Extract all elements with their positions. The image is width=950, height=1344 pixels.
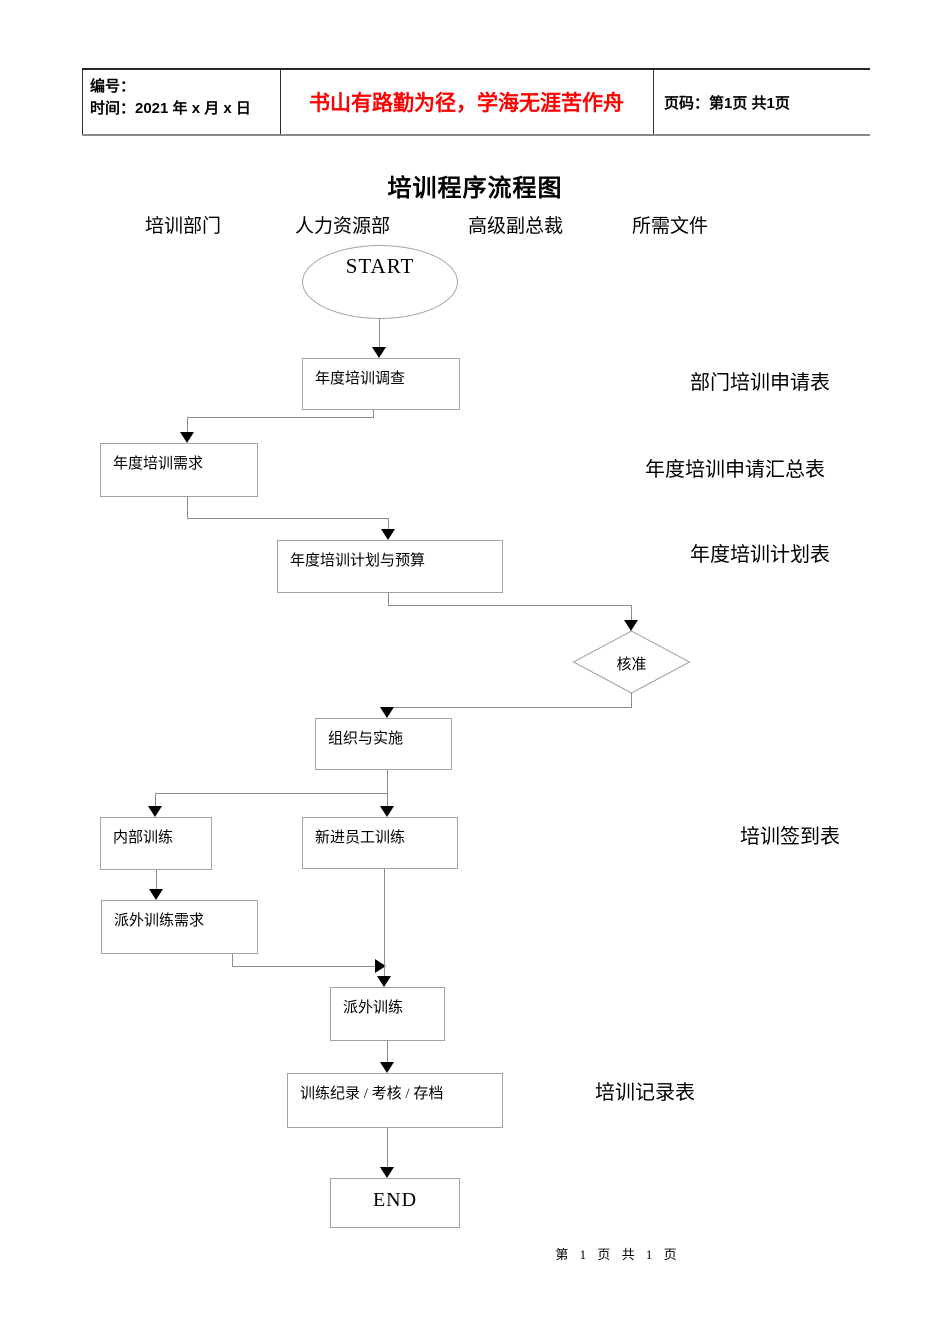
connector-line: [187, 417, 188, 432]
header-table: 编号： 时间：2021 年 x 月 x 日 书山有路勤为径，学海无涯苦作舟 页码…: [82, 68, 870, 136]
connector-line: [373, 410, 374, 417]
flow-node-new-employee-training: 新进员工训练: [302, 817, 458, 869]
connector-line: [387, 793, 388, 806]
doc-label-annual-plan: 年度培训计划表: [690, 544, 830, 566]
arrow-down-icon: [372, 347, 386, 358]
column-header-training-dept: 培训部门: [145, 216, 222, 237]
table-divider-1: [280, 70, 281, 134]
connector-line: [156, 870, 157, 889]
connector-line: [187, 497, 188, 518]
arrow-down-icon: [380, 707, 394, 718]
connector-line: [379, 319, 380, 348]
slogan-text: 书山有路勤为径，学海无涯苦作舟: [309, 92, 624, 115]
flow-node-organize-implement: 组织与实施: [315, 718, 452, 770]
connector-line: [388, 593, 389, 605]
page-number-label: 页码：第1页 共1页: [664, 94, 790, 112]
arrow-down-icon: [624, 620, 638, 631]
doc-label-record-sheet: 培训记录表: [595, 1082, 695, 1104]
doc-label-annual-summary: 年度培训申请汇总表: [645, 459, 825, 481]
flow-node-annual-training-needs: 年度培训需求: [100, 443, 258, 497]
page-title: 培训程序流程图: [387, 176, 563, 202]
connector-line: [155, 793, 388, 794]
arrow-down-icon: [380, 1167, 394, 1178]
connector-line: [387, 707, 632, 708]
flow-node-training-records: 训练纪录 / 考核 / 存档: [287, 1073, 503, 1128]
connector-line: [631, 605, 632, 620]
flow-node-end: END: [330, 1178, 460, 1228]
connector-line: [387, 1128, 388, 1167]
arrow-down-icon: [381, 529, 395, 540]
arrow-down-icon: [180, 432, 194, 443]
arrow-down-icon: [380, 1062, 394, 1073]
doc-time-label: 时间：2021 年 x 月 x 日: [90, 100, 251, 117]
connector-line: [187, 417, 374, 418]
flow-node-external-training-needs: 派外训练需求: [101, 900, 258, 954]
footer-page-number: 第 1 页 共 1 页: [555, 1247, 681, 1262]
column-header-required-docs: 所需文件: [632, 216, 709, 237]
header-cell-page: 页码：第1页 共1页: [664, 70, 870, 134]
connector-line: [384, 869, 385, 976]
flow-node-start: START: [302, 245, 458, 319]
connector-line: [388, 605, 632, 606]
doc-label-dept-application: 部门培训申请表: [690, 372, 830, 394]
flow-node-annual-training-survey: 年度培训调查: [302, 358, 460, 410]
arrow-down-icon: [380, 806, 394, 817]
connector-line: [631, 693, 632, 707]
doc-number-label: 编号：: [90, 78, 136, 95]
connector-line: [187, 518, 389, 519]
connector-line: [387, 770, 388, 793]
table-border-left: [82, 70, 83, 134]
connector-line: [232, 966, 375, 967]
flow-node-annual-plan-budget: 年度培训计划与预算: [277, 540, 503, 593]
header-cell-meta: 编号： 时间：2021 年 x 月 x 日: [90, 70, 280, 134]
connector-line: [388, 518, 389, 529]
header-cell-slogan: 书山有路勤为径，学海无涯苦作舟: [280, 70, 653, 134]
flow-node-internal-training: 内部训练: [100, 817, 212, 870]
arrow-down-icon: [377, 976, 391, 987]
arrow-down-icon: [149, 889, 163, 900]
arrow-right-icon: [375, 959, 386, 973]
connector-line: [387, 1041, 388, 1062]
column-header-senior-vp: 高级副总裁: [468, 216, 564, 237]
column-header-hr-dept: 人力资源部: [295, 216, 391, 237]
flow-node-external-training: 派外训练: [330, 987, 445, 1041]
flow-node-approve-label: 核准: [616, 657, 647, 673]
connector-line: [155, 793, 156, 806]
doc-label-signin-sheet: 培训签到表: [740, 826, 840, 848]
table-divider-2: [653, 70, 654, 134]
connector-line: [232, 954, 233, 966]
arrow-down-icon: [148, 806, 162, 817]
